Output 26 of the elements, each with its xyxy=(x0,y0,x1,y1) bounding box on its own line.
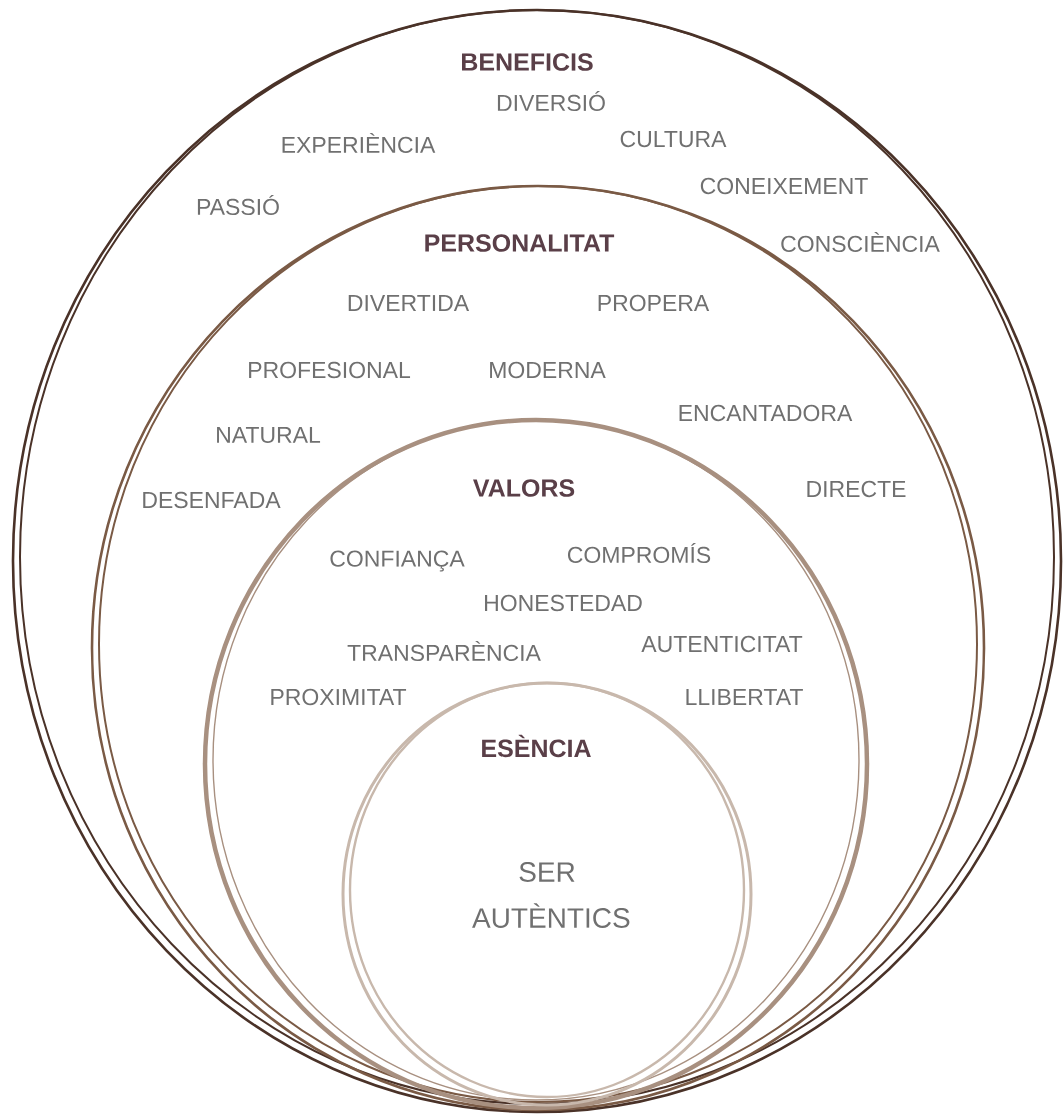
word-label: PROXIMITAT xyxy=(271,688,407,706)
word-label: TRANSPARÈNCIA xyxy=(347,640,541,662)
core-text: SER AUTÈNTICS xyxy=(472,862,630,928)
ring-heading: VALORS xyxy=(473,479,575,497)
word-label: PROPERA xyxy=(598,294,710,312)
word-label: ENCANTADORA xyxy=(679,404,853,422)
word-label: CULTURA xyxy=(620,130,727,148)
word-label: CONSCIÈNCIA xyxy=(781,231,940,253)
word-label: DIRECTE xyxy=(807,480,906,498)
word-label: DIVERSIÓ xyxy=(497,90,605,112)
word-label: HONESTEDAD xyxy=(485,594,642,612)
word-label: DESENFADA xyxy=(143,491,281,509)
word-label: AUTENTICITAT xyxy=(641,635,803,653)
word-label: MODERNA xyxy=(490,361,606,379)
word-label: EXPERIÈNCIA xyxy=(282,132,436,154)
ring-heading: BENEFICIS xyxy=(462,53,593,71)
word-label: LLIBERTAT xyxy=(686,689,803,705)
word-label: DIVERTIDA xyxy=(348,295,470,311)
ring-heading: ESÈNCIA xyxy=(482,734,591,758)
word-label: CONFIANÇA xyxy=(330,550,465,572)
word-label: PASSIÓ xyxy=(197,194,279,216)
word-label: COMPROMÍS xyxy=(567,542,711,564)
word-label: PROFESIONAL xyxy=(249,361,411,379)
word-label: NATURAL xyxy=(217,427,321,444)
ring-heading: PERSONALITAT xyxy=(425,234,615,252)
word-label: CONEIXEMENT xyxy=(700,177,868,195)
